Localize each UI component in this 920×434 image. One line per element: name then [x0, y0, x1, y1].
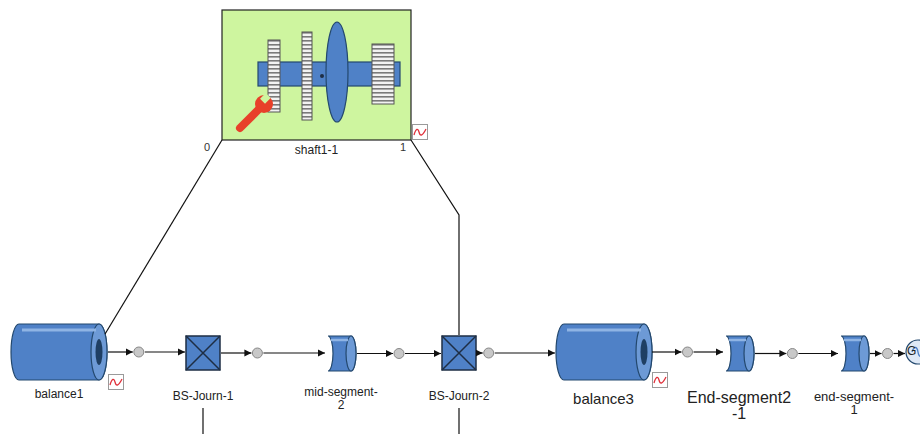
- component-label: G: [907, 344, 916, 358]
- component-label: end-segment- 1: [813, 390, 896, 416]
- connector-line: [105, 140, 222, 334]
- port-node: [252, 348, 262, 358]
- connector-line: [894, 353, 906, 354]
- component-label: BS-Journ-1: [173, 389, 234, 403]
- connector-line: [411, 140, 459, 335]
- journal-component: BS-Journ-2: [441, 335, 477, 371]
- segment-component: end-segment- 1: [838, 335, 870, 372]
- segment-icon: [841, 336, 869, 371]
- disk: [326, 22, 348, 122]
- connector: [755, 349, 838, 359]
- connector: [870, 349, 905, 359]
- connector: [105, 140, 222, 334]
- segment-icon: [726, 336, 754, 371]
- component-label: shaft1-1: [295, 143, 338, 157]
- port-node: [134, 347, 144, 357]
- segment-component: mid-segment- 2: [325, 335, 357, 372]
- segment-icon: [328, 336, 356, 371]
- segment-component: End-segment2 -1: [723, 335, 755, 372]
- connector-line: [263, 352, 325, 353]
- connector: [652, 347, 723, 357]
- generator-icon: [906, 340, 920, 364]
- balance-icon: [11, 324, 107, 380]
- journal-component: BS-Journ-1: [185, 335, 221, 371]
- port-node: [484, 348, 494, 358]
- generator-component: G: [905, 340, 920, 364]
- connector: [108, 347, 185, 357]
- component-label: balance1: [35, 387, 84, 401]
- dot: [320, 74, 324, 78]
- plot-icon: [413, 125, 428, 140]
- connector-line: [694, 351, 724, 352]
- plot-icon: [653, 373, 668, 388]
- gear: [302, 32, 312, 120]
- gear: [372, 44, 394, 104]
- connector: [221, 348, 325, 358]
- component-label: End-segment2 -1: [686, 390, 793, 422]
- connector-line: [477, 352, 483, 353]
- plot-icon: [109, 375, 124, 390]
- component-label: mid-segment- 2: [303, 386, 379, 412]
- port-node: [787, 349, 797, 359]
- connector: [411, 140, 459, 335]
- component-label: balance3: [573, 390, 634, 407]
- component-label: BS-Journ-2: [429, 389, 490, 403]
- connector-line: [405, 353, 441, 354]
- port-wire: [458, 408, 459, 434]
- connector-line: [495, 352, 555, 353]
- shaft-supercomponent-icon: [222, 10, 411, 140]
- connector-line: [870, 353, 882, 354]
- wrench-icon: [240, 93, 273, 128]
- balance-component: balance1: [10, 322, 108, 382]
- connector-line: [652, 351, 682, 352]
- balance-icon: [556, 324, 652, 380]
- connector-line: [145, 351, 185, 352]
- balance-component: balance3: [555, 322, 652, 382]
- connector-line: [798, 353, 838, 354]
- connector-line: [221, 352, 251, 353]
- port-number: 0: [204, 141, 210, 154]
- connector-line: [755, 353, 786, 354]
- port-node: [883, 349, 893, 359]
- connector: [477, 348, 555, 358]
- connector-line: [108, 351, 133, 352]
- connector: [357, 349, 441, 359]
- supercomponent-box: shaft1-1: [222, 10, 411, 140]
- port-wire: [202, 408, 203, 434]
- journal-icon: [186, 336, 220, 370]
- port-node: [394, 349, 404, 359]
- connector-line: [357, 353, 393, 354]
- port-number: 1: [400, 141, 406, 154]
- journal-icon: [442, 336, 476, 370]
- port-node: [683, 347, 693, 357]
- icon-frame: [222, 10, 411, 140]
